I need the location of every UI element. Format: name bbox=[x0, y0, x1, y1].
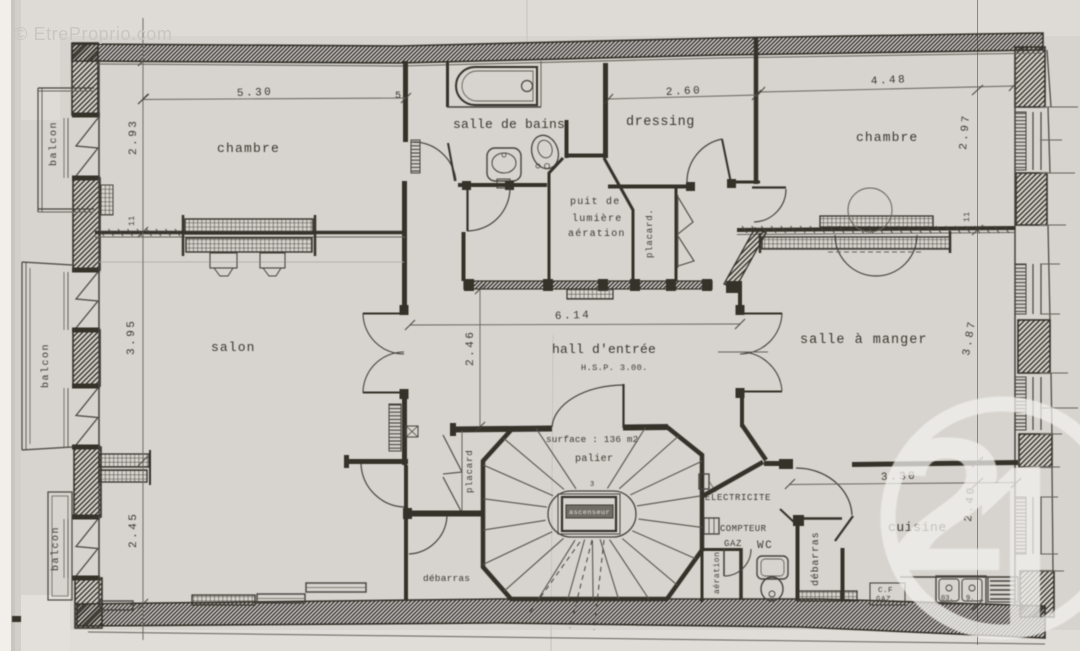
svg-text:2.97: 2.97 bbox=[958, 113, 973, 150]
svg-text:3.95: 3.95 bbox=[126, 319, 138, 355]
svg-text:COMPTEUR: COMPTEUR bbox=[720, 524, 767, 534]
svg-text:5: 5 bbox=[395, 91, 401, 102]
svg-text:ascenseur: ascenseur bbox=[569, 509, 610, 517]
svg-text:salle de bains: salle de bains bbox=[453, 117, 565, 132]
svg-text:balcon: balcon bbox=[48, 121, 60, 166]
svg-text:salon: salon bbox=[211, 340, 256, 355]
svg-text:balcon: balcon bbox=[40, 343, 52, 388]
svg-text:H.S.P. 3.00.: H.S.P. 3.00. bbox=[581, 363, 648, 373]
svg-text:aération: aération bbox=[713, 552, 722, 594]
svg-text:11: 11 bbox=[128, 215, 137, 226]
svg-text:WC: WC bbox=[757, 540, 773, 552]
svg-text:5.30: 5.30 bbox=[237, 87, 274, 100]
svg-text:débarras: débarras bbox=[810, 532, 822, 586]
svg-text:chambre: chambre bbox=[217, 141, 280, 156]
svg-text:6.14: 6.14 bbox=[555, 310, 592, 323]
svg-text:2.46: 2.46 bbox=[465, 330, 477, 366]
svg-text:GAZ.: GAZ. bbox=[876, 596, 896, 604]
svg-text:placard.: placard. bbox=[645, 208, 655, 258]
svg-text:03.: 03. bbox=[941, 595, 954, 603]
svg-text:cuisine: cuisine bbox=[888, 520, 947, 535]
svg-text:2.40: 2.40 bbox=[963, 485, 978, 522]
svg-text:9.: 9. bbox=[966, 595, 974, 603]
svg-text:4.48: 4.48 bbox=[871, 74, 908, 88]
svg-text:surface : 136 m2: surface : 136 m2 bbox=[546, 434, 638, 445]
svg-text:2.60: 2.60 bbox=[666, 85, 703, 99]
svg-text:placard: placard bbox=[465, 450, 475, 493]
svg-text:débarras: débarras bbox=[423, 573, 470, 584]
svg-text:© EtreProprio.com: © EtreProprio.com bbox=[14, 24, 173, 44]
svg-text:dressing: dressing bbox=[626, 115, 695, 130]
svg-text:aération: aération bbox=[568, 228, 626, 240]
svg-text:palier: palier bbox=[575, 453, 613, 465]
svg-text:2.45: 2.45 bbox=[128, 512, 140, 548]
svg-text:GAZ: GAZ bbox=[724, 539, 742, 549]
svg-text:puit de: puit de bbox=[570, 196, 620, 208]
svg-text:3: 3 bbox=[590, 481, 594, 489]
svg-text:11: 11 bbox=[963, 211, 972, 222]
svg-text:C.F: C.F bbox=[878, 587, 893, 595]
svg-text:salle à manger: salle à manger bbox=[800, 333, 927, 348]
svg-text:balcon: balcon bbox=[50, 526, 62, 571]
svg-text:2.93: 2.93 bbox=[128, 119, 140, 155]
svg-text:chambre: chambre bbox=[856, 130, 918, 145]
svg-text:hall d'entrée: hall d'entrée bbox=[552, 342, 656, 357]
svg-text:ELECTRICITE: ELECTRICITE bbox=[705, 493, 771, 503]
svg-text:lumière: lumière bbox=[572, 213, 622, 225]
